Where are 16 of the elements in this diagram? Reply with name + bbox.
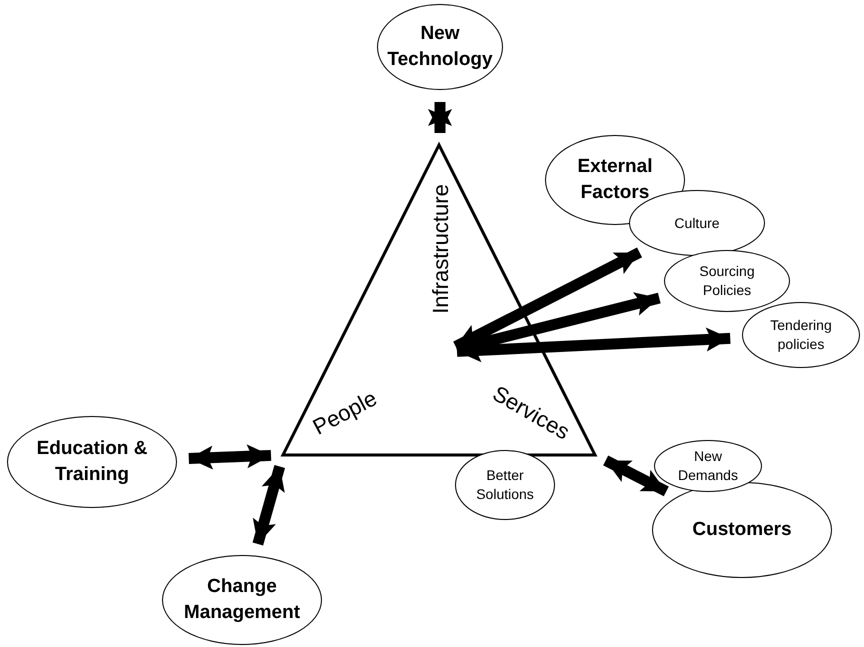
double-arrow (456, 328, 730, 362)
node-label: Sourcing Policies (698, 262, 756, 300)
double-arrow (603, 456, 669, 496)
triangle-label: Infrastructure (428, 184, 454, 314)
node-label: New Technology (386, 22, 494, 72)
node-label: Education & Training (36, 437, 148, 487)
node-label: Customers (692, 518, 792, 542)
node-label: New Demands (677, 447, 739, 485)
node-label: Tendering policies (769, 316, 833, 354)
node-label: External Factors (576, 155, 654, 205)
double-arrow (188, 444, 272, 470)
double-arrow (428, 102, 452, 133)
node-label: Better Solutions (475, 466, 535, 504)
node-label: Culture (674, 214, 720, 232)
double-arrow (252, 465, 286, 546)
node-label: Change Management (182, 575, 302, 625)
